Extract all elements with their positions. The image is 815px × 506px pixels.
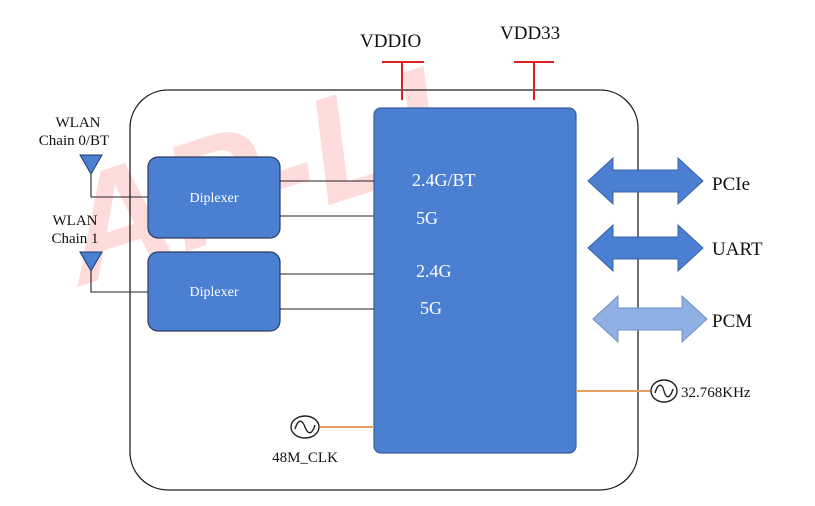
band-label-5g-chain0: 5G [416,208,438,228]
ext-clock-label: 32.768KHz [681,385,751,401]
pcm-label: PCM [712,311,752,332]
band-label-2g4-bt: 2.4G/BT [412,170,476,190]
pcie-arrow-icon [587,156,704,206]
rf-lines [280,180,374,310]
vdd33-label: VDD33 [500,23,560,44]
main-clock-label: 48M_CLK [272,450,338,466]
antenna-0-label-line1: WLAN [56,115,101,131]
diplexer-2-label: Diplexer [190,285,239,300]
vddio-label: VDDIO [360,31,421,52]
band-label-5g-chain1: 5G [420,298,442,318]
oscillator-32k-icon [650,379,678,403]
antenna-0-icon [79,154,148,198]
antenna-0-label-line2: Chain 0/BT [39,133,109,149]
power-pin-vdd33 [514,61,554,100]
antenna-1-label-line2: Chain 1 [51,231,98,247]
power-pin-vddio [382,61,424,100]
antenna-1-label-line1: WLAN [53,213,98,229]
module-outline [129,89,639,491]
uart-label: UART [712,239,763,260]
band-label-2g4-chain1: 2.4G [416,261,452,281]
pcie-label: PCIe [712,174,750,195]
oscillator-48m-icon [290,415,320,439]
antenna-1-icon [79,251,148,293]
diplexer-1-label: Diplexer [190,191,239,206]
wireless-chip [373,107,577,454]
uart-arrow-icon [587,223,704,273]
pcm-arrow-icon [592,294,708,344]
